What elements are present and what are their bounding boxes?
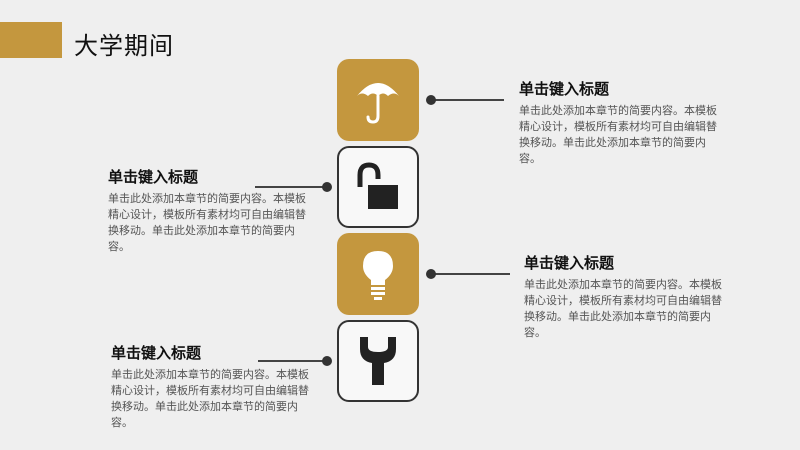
item-heading: 单击键入标题	[111, 344, 202, 362]
page-title: 大学期间	[74, 32, 174, 60]
text-block-3: 单击键入标题 单击此处添加本章节的简要内容。本模板精心设计，模板所有素材均可自由…	[524, 252, 729, 341]
item-body: 单击此处添加本章节的简要内容。本模板精心设计，模板所有素材均可自由编辑替换移动。…	[108, 192, 306, 253]
item-heading: 单击键入标题	[524, 254, 615, 272]
connector-dot	[426, 95, 436, 105]
connector-dot	[322, 356, 332, 366]
text-block-4: 单击键入标题 单击此处添加本章节的简要内容。本模板精心设计，模板所有素材均可自由…	[111, 342, 316, 431]
item-body: 单击此处添加本章节的简要内容。本模板精心设计，模板所有素材均可自由编辑替换移动。…	[519, 104, 717, 165]
connector-line	[430, 273, 510, 275]
connector-dot	[426, 269, 436, 279]
umbrella-tile	[337, 59, 419, 141]
lightbulb-tile	[337, 233, 419, 315]
connector-line	[255, 186, 327, 188]
connector-line	[258, 360, 327, 362]
wrench-icon	[360, 337, 396, 385]
text-block-1: 单击键入标题 单击此处添加本章节的简要内容。本模板精心设计，模板所有素材均可自由…	[519, 78, 724, 167]
unlocked-padlock-icon	[357, 162, 398, 209]
connector-line	[430, 99, 504, 101]
title-accent-bar	[0, 22, 62, 58]
item-body: 单击此处添加本章节的简要内容。本模板精心设计，模板所有素材均可自由编辑替换移动。…	[524, 278, 722, 339]
item-heading: 单击键入标题	[108, 168, 199, 186]
item-body: 单击此处添加本章节的简要内容。本模板精心设计，模板所有素材均可自由编辑替换移动。…	[111, 368, 309, 429]
text-block-2: 单击键入标题 单击此处添加本章节的简要内容。本模板精心设计，模板所有素材均可自由…	[108, 166, 313, 255]
padlock-tile	[337, 146, 419, 228]
lightbulb-icon	[363, 251, 393, 300]
umbrella-icon	[357, 83, 399, 124]
item-heading: 单击键入标题	[519, 80, 610, 98]
wrench-tile	[337, 320, 419, 402]
connector-dot	[322, 182, 332, 192]
